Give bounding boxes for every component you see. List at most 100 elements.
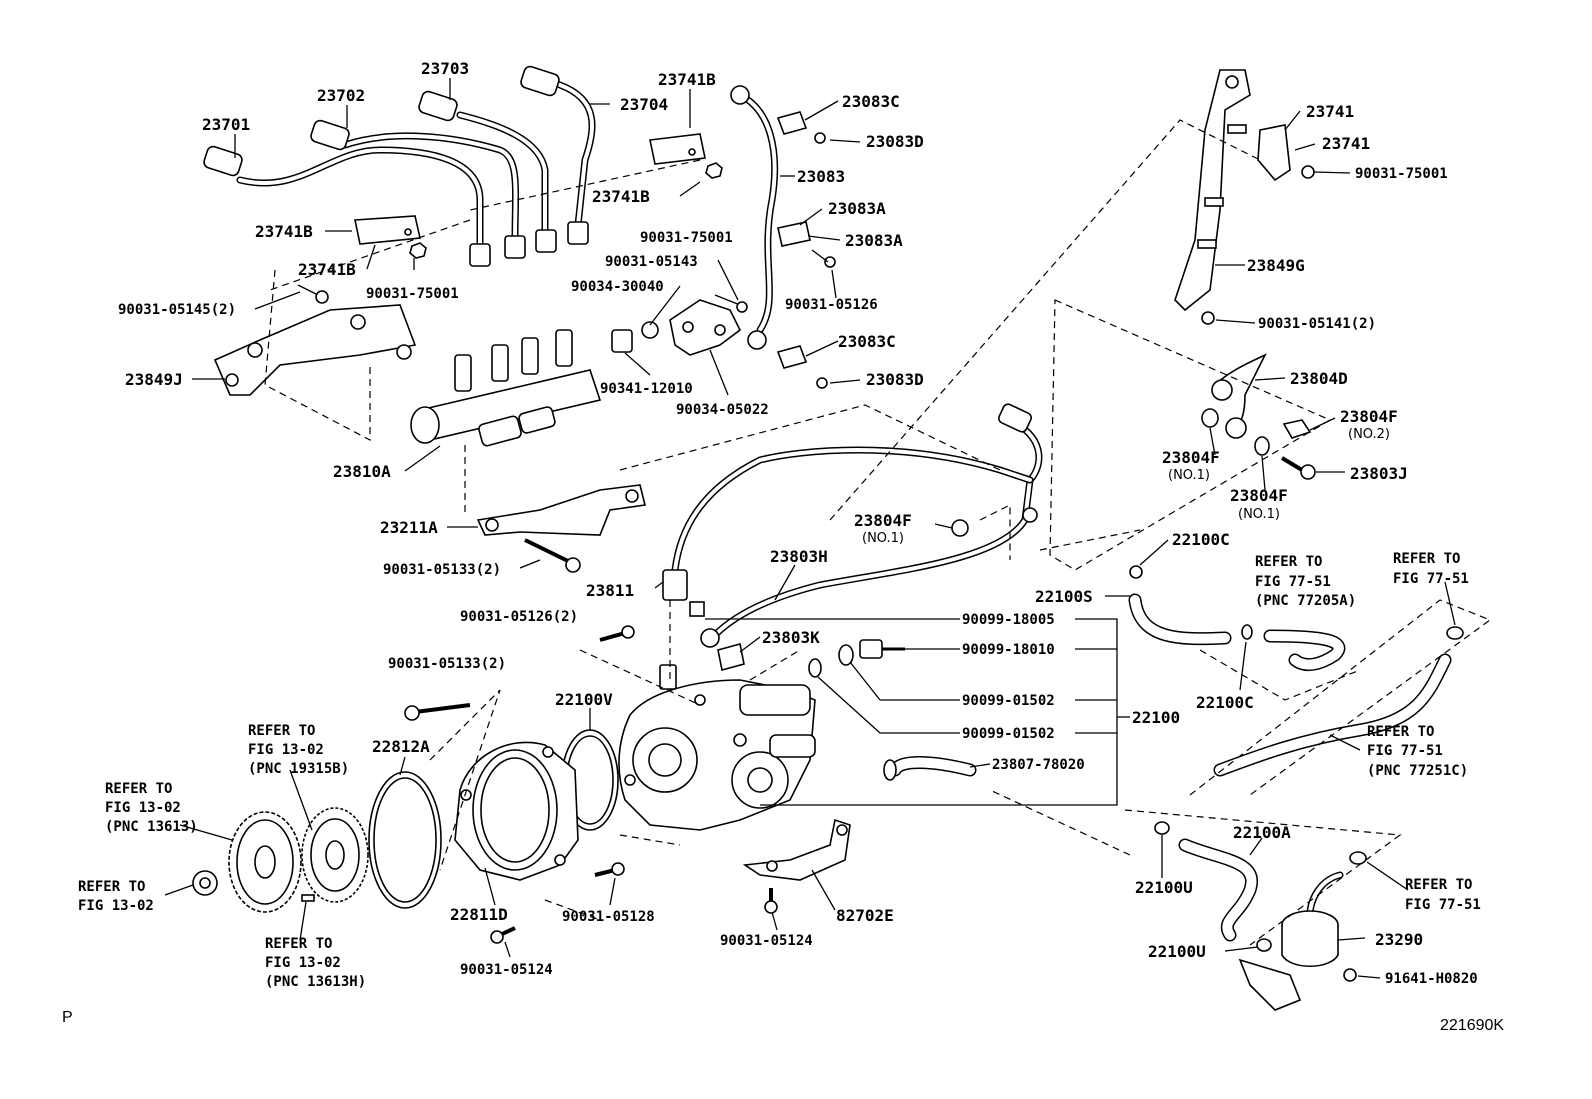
label-23701: 23701 bbox=[202, 115, 250, 134]
label-23741-b: 23741 bbox=[1322, 134, 1370, 153]
pump-fasteners bbox=[599, 625, 905, 678]
label-23741b-top: 23741B bbox=[658, 70, 716, 89]
bracket-82702e bbox=[742, 818, 851, 881]
label-23290: 23290 bbox=[1375, 930, 1423, 949]
priming-pump-23290 bbox=[1238, 871, 1357, 1011]
diagram-code: 221690K bbox=[1440, 1017, 1504, 1034]
label-23083c-a: 23083C bbox=[842, 92, 900, 111]
label-90031-75001-c: 90031-75001 bbox=[1355, 166, 1448, 182]
label-90031-05133-a: 90031-05133(2) bbox=[383, 562, 501, 578]
ref-fig-77-51-b: REFER TO FIG 77-51 bbox=[1405, 877, 1481, 913]
ref-fig-77-51-77205a: REFER TO FIG 77-51 (PNC 77205A) bbox=[1255, 554, 1356, 609]
injection-pipes bbox=[203, 65, 596, 267]
label-23804f-no2: 23804F bbox=[1340, 407, 1398, 426]
label-90099-01502-b: 90099-01502 bbox=[962, 726, 1055, 742]
bracket-23849j bbox=[213, 304, 417, 396]
label-23849g: 23849G bbox=[1247, 256, 1305, 275]
lower-bolts bbox=[404, 703, 778, 944]
corner-mark: P bbox=[62, 1009, 73, 1026]
label-23810a: 23810A bbox=[333, 462, 391, 481]
bolt-long-upper bbox=[524, 538, 581, 573]
bolt-90031-05145 bbox=[297, 284, 329, 304]
label-23804f-no1-a: 23804F bbox=[1162, 448, 1220, 467]
label-23803j: 23803J bbox=[1350, 464, 1408, 483]
label-23083: 23083 bbox=[797, 167, 845, 186]
pipe-23083 bbox=[730, 85, 836, 389]
label-22100c-top: 22100C bbox=[1172, 530, 1230, 549]
label-90099-01502-a: 90099-01502 bbox=[962, 693, 1055, 709]
label-22100u-b: 22100U bbox=[1148, 942, 1206, 961]
label-90034-30040: 90034-30040 bbox=[571, 279, 664, 295]
label-90031-05124-a: 90031-05124 bbox=[460, 962, 553, 978]
ref-fig-13-02: REFER TO FIG 13-02 bbox=[78, 879, 154, 914]
label-23083a-b: 23083A bbox=[845, 231, 903, 250]
elbow-23807 bbox=[883, 756, 977, 781]
label-90031-05141: 90031-05141(2) bbox=[1258, 316, 1376, 332]
ref-fig-77-51-a: REFER TO FIG 77-51 bbox=[1393, 551, 1469, 587]
label-22812a: 22812A bbox=[372, 737, 430, 756]
bracket-23849g bbox=[1174, 69, 1315, 325]
label-22100u-a: 22100U bbox=[1135, 878, 1193, 897]
label-23741b-left2: 23741B bbox=[298, 260, 356, 279]
ref-fig-13-02-19315b: REFER TO FIG 13-02 (PNC 19315B) bbox=[248, 723, 349, 777]
label-90031-05145: 90031-05145(2) bbox=[118, 302, 236, 318]
label-90031-05133-b: 90031-05133(2) bbox=[388, 656, 506, 672]
label-23804f-no1-b: 23804F bbox=[1230, 486, 1288, 505]
label-23804d: 23804D bbox=[1290, 369, 1348, 388]
label-23811: 23811 bbox=[586, 581, 634, 600]
label-90031-75001-b: 90031-75001 bbox=[366, 286, 459, 302]
label-23803k: 23803K bbox=[762, 628, 820, 647]
o-rings-and-flange bbox=[368, 729, 619, 909]
label-90031-05124-b: 90031-05124 bbox=[720, 933, 813, 949]
leader-lines bbox=[164, 78, 1456, 979]
label-23083d-a: 23083D bbox=[866, 132, 924, 151]
label-23803h: 23803H bbox=[770, 547, 828, 566]
ref-fig-13-02-13613: REFER TO FIG 13-02 (PNC 13613) bbox=[105, 781, 198, 835]
label-90034-05022: 90034-05022 bbox=[676, 402, 769, 418]
label-23703: 23703 bbox=[421, 59, 469, 78]
supply-pump bbox=[618, 664, 816, 831]
label-23083c-b: 23083C bbox=[838, 332, 896, 351]
reference-notes: REFER TO FIG 13-02 (PNC 19315B) REFER TO… bbox=[78, 551, 1481, 990]
label-23702: 23702 bbox=[317, 86, 365, 105]
label-23807-78020: 23807-78020 bbox=[992, 757, 1085, 773]
fuel-hoses bbox=[1128, 565, 1464, 952]
label-22100v: 22100V bbox=[555, 690, 613, 709]
note-no1-b: (NO.1) bbox=[1238, 507, 1280, 522]
label-90099-18010: 90099-18010 bbox=[962, 642, 1055, 658]
label-91641-h0820: 91641-H0820 bbox=[1385, 971, 1478, 987]
label-90031-05126-2: 90031-05126(2) bbox=[460, 609, 578, 625]
pressure-sensor-parts bbox=[611, 294, 748, 356]
label-22100s: 22100S bbox=[1035, 587, 1093, 606]
label-23741-a: 23741 bbox=[1306, 102, 1354, 121]
label-23083a-a: 23083A bbox=[828, 199, 886, 218]
label-22100: 22100 bbox=[1132, 708, 1180, 727]
label-23741b-mid: 23741B bbox=[592, 187, 650, 206]
label-90099-18005: 90099-18005 bbox=[962, 612, 1055, 628]
label-23849j: 23849J bbox=[125, 370, 183, 389]
label-90031-05126: 90031-05126 bbox=[785, 297, 878, 313]
note-no1-c: (NO.1) bbox=[862, 531, 904, 546]
label-22100c-mid: 22100C bbox=[1196, 693, 1254, 712]
bracket-23211a bbox=[476, 484, 646, 536]
note-no1-a: (NO.1) bbox=[1168, 468, 1210, 483]
ref-fig-77-51-77251c: REFER TO FIG 77-51 (PNC 77251C) bbox=[1367, 724, 1468, 779]
note-no2: (NO.2) bbox=[1348, 427, 1390, 442]
ref-fig-13-02-13613h: REFER TO FIG 13-02 (PNC 13613H) bbox=[265, 936, 366, 990]
label-90341-12010: 90341-12010 bbox=[600, 381, 693, 397]
gears bbox=[192, 807, 369, 913]
label-23083d-b: 23083D bbox=[866, 370, 924, 389]
label-23704: 23704 bbox=[620, 95, 668, 114]
label-82702e: 82702E bbox=[836, 906, 894, 925]
label-90031-05143: 90031-05143 bbox=[605, 254, 698, 270]
pipe-23803h bbox=[662, 403, 1043, 671]
label-90031-75001-a: 90031-75001 bbox=[640, 230, 733, 246]
label-23741b-left: 23741B bbox=[255, 222, 313, 241]
part-labels: 23701 23702 23703 23704 23741B 23741B 23… bbox=[118, 59, 1478, 987]
label-90031-05128: 90031-05128 bbox=[562, 909, 655, 925]
label-23804f-no1-c: 23804F bbox=[854, 511, 912, 530]
union-parts bbox=[951, 353, 1316, 537]
common-rail bbox=[410, 329, 602, 447]
dashed-guides bbox=[264, 119, 1492, 946]
